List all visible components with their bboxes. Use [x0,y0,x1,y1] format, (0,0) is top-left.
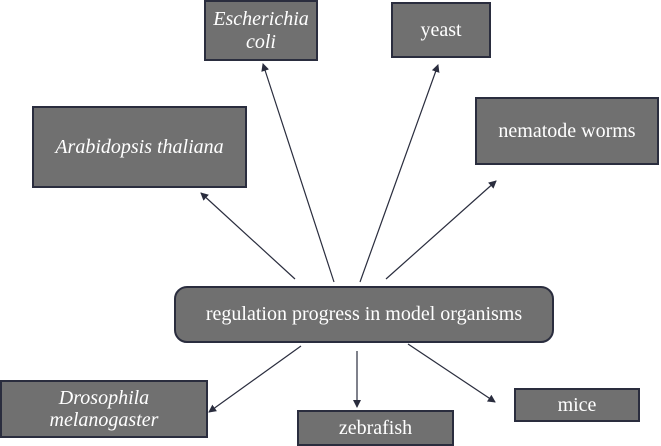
escherichia-coli-line2: coli [246,30,276,53]
box-nematode-worms: nematode worms [475,97,659,165]
escherichia-coli-line1: Escherichia [213,8,309,31]
arrow-to-yeast [359,64,440,283]
box-yeast: yeast [391,2,491,58]
arabidopsis-label: Arabidopsis thaliana [55,135,224,158]
box-drosophila-melanogaster: Drosophila melanogaster [0,380,208,438]
drosophila-line1: Drosophila [58,386,150,409]
nematode-label: nematode worms [498,119,636,142]
yeast-label: yeast [420,18,462,41]
box-zebrafish: zebrafish [297,410,454,446]
box-arabidopsis-thaliana: Arabidopsis thaliana [32,106,247,188]
zebrafish-label: zebrafish [338,416,413,439]
box-mice: mice [514,388,640,422]
mice-label: mice [557,393,597,416]
arrow-to-escherichia-coli [261,63,335,283]
arrow-to-drosophila [208,345,302,413]
arrow-to-arabidopsis [200,192,296,280]
drosophila-line2: melanogaster [49,409,159,431]
box-center-regulation-progress: regulation progress in model organisms [174,286,554,343]
arrow-to-nematode [385,180,497,280]
center-label: regulation progress in model organisms [205,303,523,326]
box-escherichia-coli: Escherichia coli [204,0,318,61]
arrow-to-mice [407,343,496,403]
